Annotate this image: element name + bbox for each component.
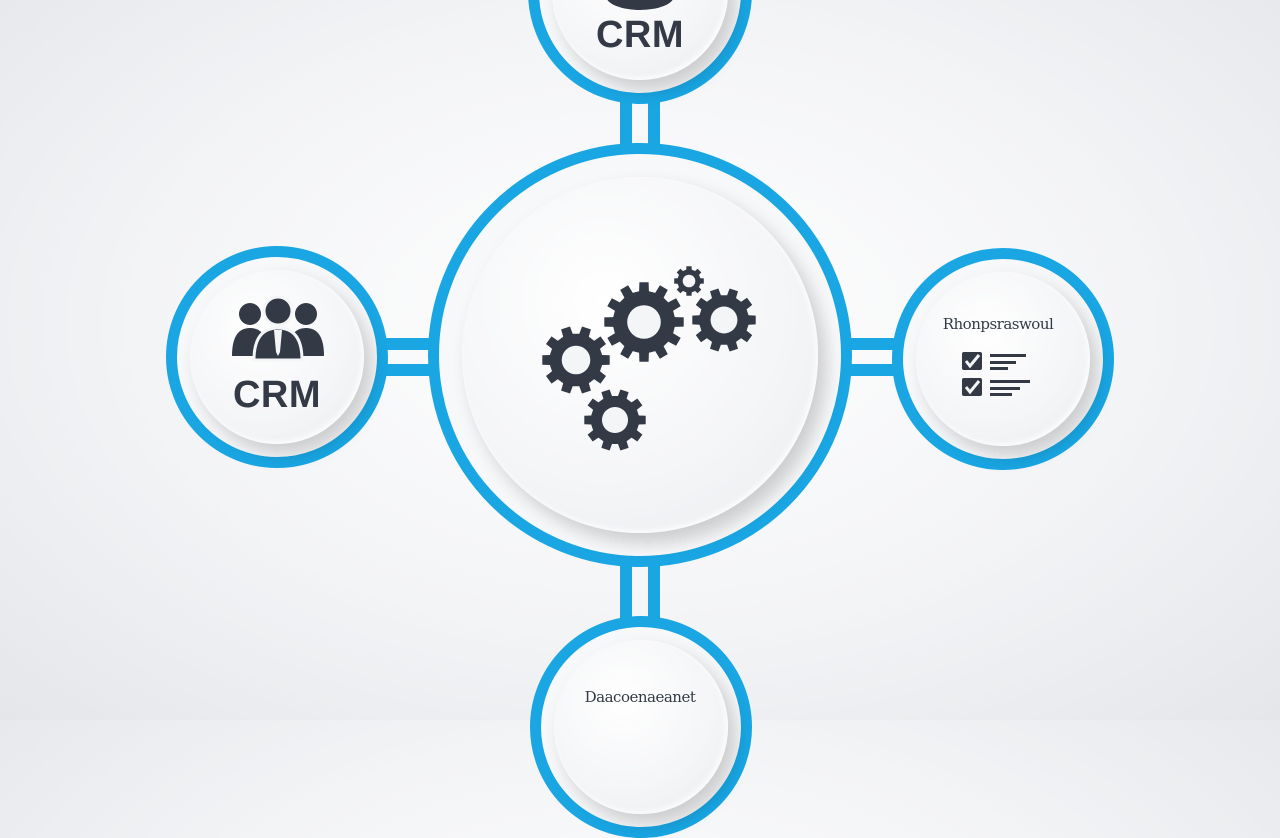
bottom-node-label: Daacoenaeanet [584,688,696,706]
user-icon [607,0,673,10]
team-icon [232,295,324,362]
gear-left-icon [542,326,610,394]
top-node-label: CRM [595,14,685,56]
gear-right-icon [692,288,756,352]
gears-icon [542,266,756,451]
connector-bottom-right [648,560,660,630]
connector-bottom-left [620,560,632,630]
right-node-label: Rhonpsraswoul [942,315,1054,333]
gear-center-icon [604,282,684,362]
connector-top-left [620,95,632,155]
left-node-label: CRM [232,374,322,416]
gear-bottom-icon [584,389,646,451]
right-node[interactable] [916,272,1090,446]
checklist-icon [962,352,1030,396]
gear-small-icon [674,266,704,296]
connector-top-right [648,95,660,155]
